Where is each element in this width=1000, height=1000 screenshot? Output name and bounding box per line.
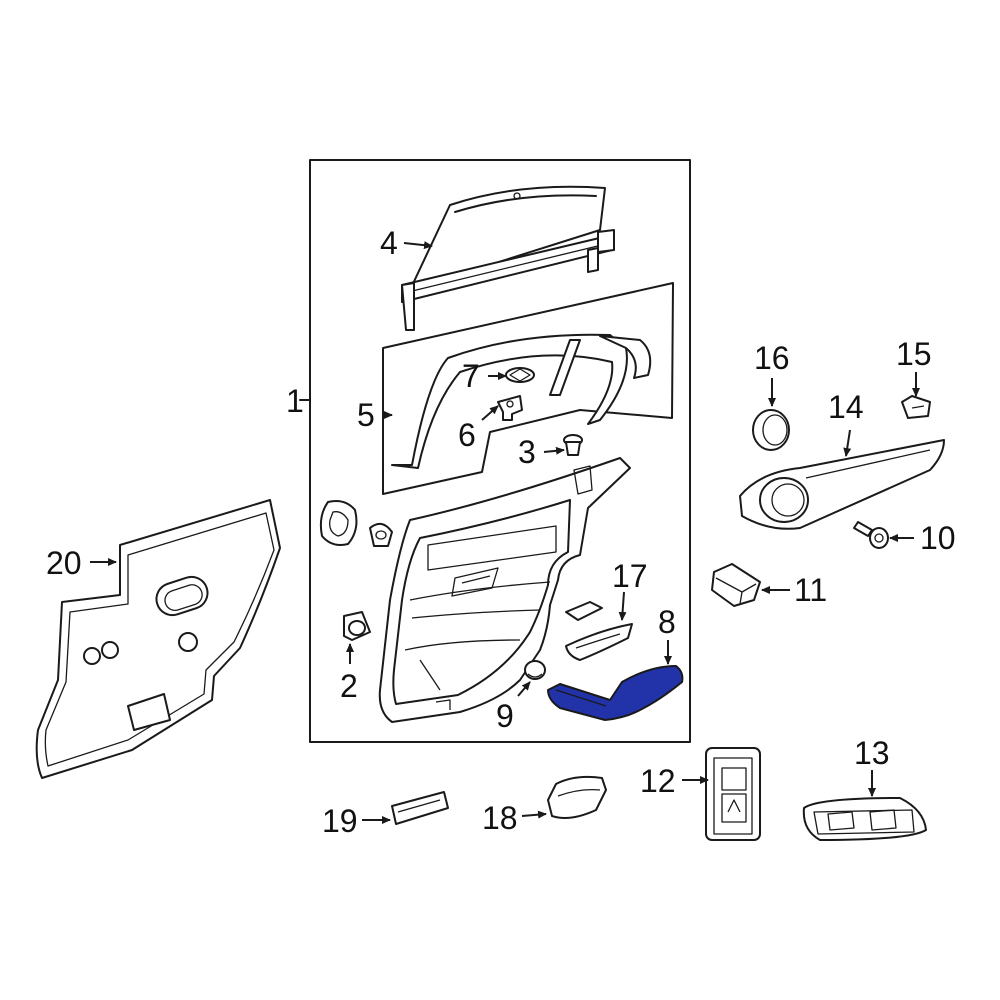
callout-20: 20 bbox=[46, 545, 82, 581]
callout-14: 14 bbox=[828, 389, 864, 425]
callout-19: 19 bbox=[322, 803, 358, 839]
part-13-seat-switch[interactable] bbox=[802, 797, 927, 841]
assembly-frame bbox=[309, 159, 691, 743]
callout-8: 8 bbox=[658, 604, 676, 640]
part-14-trim-strip[interactable] bbox=[739, 439, 945, 530]
callout-11: 11 bbox=[794, 572, 827, 608]
callout-6: 6 bbox=[458, 417, 476, 453]
armrest-fill bbox=[547, 665, 684, 721]
callout-labels: 1 2 3 4 5 6 7 8 9 10 11 12 13 14 15 16 1… bbox=[46, 225, 956, 839]
part-3-push-pin[interactable] bbox=[563, 434, 583, 456]
part-5-trim-carrier[interactable] bbox=[382, 282, 674, 495]
part-17-handle[interactable] bbox=[565, 601, 633, 661]
callout-18: 18 bbox=[482, 800, 518, 836]
callout-13: 13 bbox=[854, 735, 890, 771]
speaker-left[interactable] bbox=[319, 500, 358, 546]
callout-9: 9 bbox=[496, 698, 514, 734]
callout-1: 1 bbox=[286, 383, 304, 419]
callout-16: 16 bbox=[754, 340, 790, 376]
door-trim-panel[interactable] bbox=[378, 457, 631, 723]
part-15-clip[interactable] bbox=[901, 395, 931, 419]
part-4-window-shade[interactable] bbox=[401, 185, 615, 331]
callout-17: 17 bbox=[612, 558, 648, 594]
leader-lines bbox=[90, 241, 920, 824]
part-11-switch-block[interactable] bbox=[711, 563, 761, 607]
part-6-bracket[interactable] bbox=[497, 395, 523, 421]
callout-5: 5 bbox=[357, 397, 375, 433]
callout-4: 4 bbox=[380, 225, 398, 261]
part-18-handle-bezel[interactable] bbox=[547, 775, 607, 819]
callout-3: 3 bbox=[518, 434, 536, 470]
part-20-insulation[interactable] bbox=[35, 499, 281, 779]
part-8-armrest-highlighted[interactable] bbox=[547, 665, 684, 721]
part-10-screw[interactable] bbox=[853, 521, 889, 549]
callout-7: 7 bbox=[462, 358, 480, 394]
part-12-window-switch[interactable] bbox=[705, 747, 761, 841]
callout-12: 12 bbox=[640, 763, 676, 799]
part-7-clip[interactable] bbox=[505, 367, 535, 383]
part-9-clip[interactable] bbox=[524, 660, 546, 680]
part-19-lens[interactable] bbox=[391, 791, 449, 825]
grommet[interactable] bbox=[369, 522, 393, 547]
callout-15: 15 bbox=[896, 336, 932, 372]
part-16-round-cap[interactable] bbox=[752, 409, 790, 451]
callout-10: 10 bbox=[920, 520, 956, 556]
part-2-tweeter[interactable] bbox=[343, 611, 371, 641]
callout-2: 2 bbox=[340, 668, 358, 704]
